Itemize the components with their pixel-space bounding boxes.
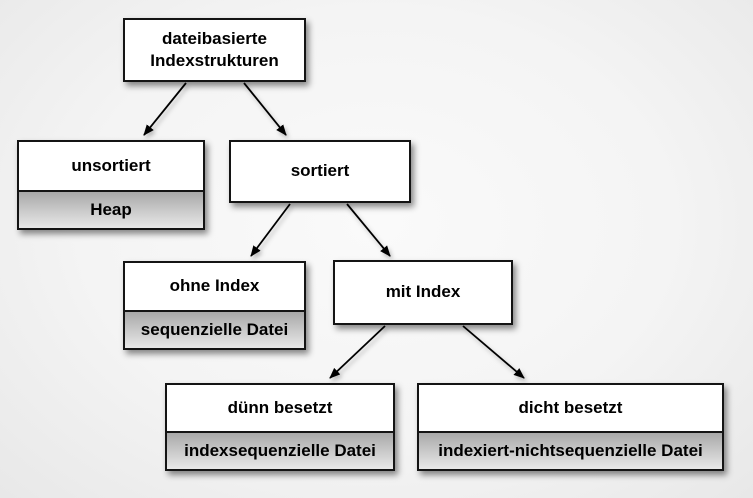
node-root-label: dateibasierte Indexstrukturen [150,28,279,70]
node-unsortiert-sublabel: Heap [19,190,203,228]
node-ohne-index: ohne Index sequenzielle Datei [123,261,306,350]
node-unsortiert: unsortiert Heap [17,140,205,230]
node-unsortiert-label: unsortiert [71,155,151,175]
node-sortiert-label: sortiert [290,161,350,181]
edge-root-unsortiert [143,82,187,136]
edge-root-sortiert [243,82,287,136]
node-ohne-index-label: ohne Index [169,276,260,296]
edge-sortiert-ohne-index [250,203,291,257]
node-ohne-index-sublabel: sequenzielle Datei [125,310,304,348]
node-mit-index: mit Index [333,260,513,325]
edge-sortiert-mit-index [346,203,391,257]
node-duenn-besetzt-sublabel: indexsequenzielle Datei [167,431,393,469]
node-dicht-besetzt-label: dicht besetzt [518,397,623,417]
node-duenn-besetzt-label: dünn besetzt [227,397,333,417]
node-root: dateibasierte Indexstrukturen [123,18,306,82]
node-dicht-besetzt: dicht besetzt indexiert-nichtsequenziell… [417,383,724,471]
node-dicht-besetzt-sublabel: indexiert-nichtsequenzielle Datei [419,431,722,469]
node-duenn-besetzt: dünn besetzt indexsequenzielle Datei [165,383,395,471]
node-sortiert: sortiert [229,140,411,203]
node-mit-index-label: mit Index [385,282,461,302]
edge-mit-index-dicht [462,325,525,379]
edge-mit-index-duenn [329,325,386,379]
